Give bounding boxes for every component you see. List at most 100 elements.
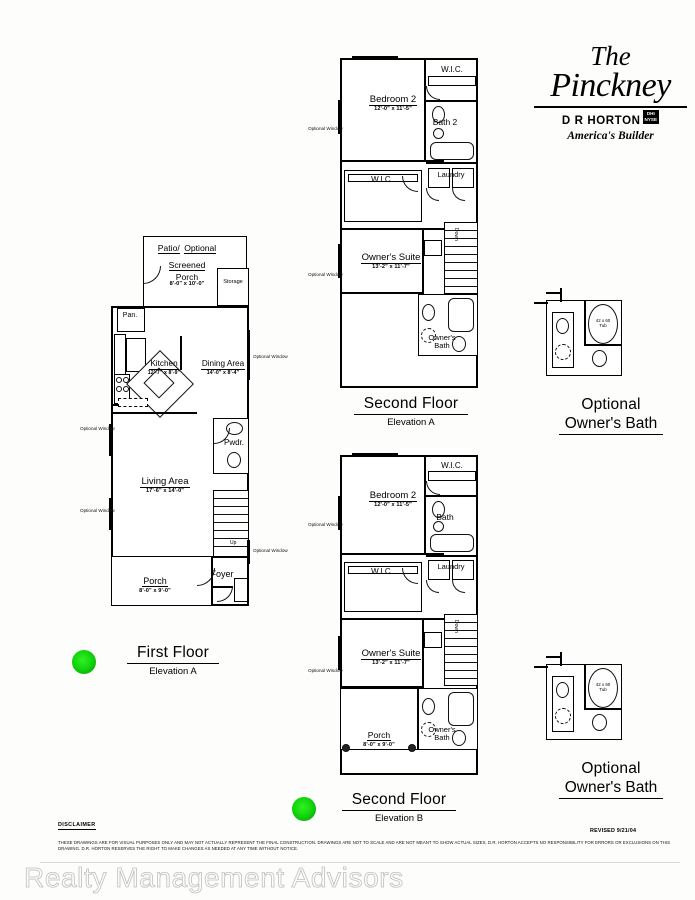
sink-fixture [422, 698, 435, 715]
room-balcony-porch [340, 688, 418, 750]
stair-direction-label: Down [453, 228, 459, 241]
room-label-owners-bath: Owner's Bath [420, 334, 464, 350]
room-label-wic-upper: W.I.C. [424, 65, 480, 74]
wall-seg [340, 292, 424, 294]
room-label-pantry: Pan. [116, 312, 144, 319]
room-dimensions: 13'-2" x 11'-7" [372, 659, 410, 666]
window-mark [338, 100, 341, 134]
window-mark [247, 330, 250, 380]
annotation-optional-window: Optional Window [80, 426, 115, 431]
room-name-3: Screened [168, 259, 206, 271]
annotation-optional-window: Optional Window [308, 272, 343, 277]
room-label-laundry: Laundry [424, 563, 478, 571]
stairwell [444, 222, 478, 294]
room-label-owners-bath: Owner's Bath [420, 726, 464, 742]
wall-seg [422, 618, 424, 688]
room-dimensions: 8'-0" x 9'-0" [139, 587, 171, 594]
wall-seg [422, 228, 424, 294]
plan-title: Second Floor [353, 395, 469, 415]
room-name: Porch [142, 576, 168, 588]
room-label-patio-porch: Patio/ Optional Screened Porch 8'-0" x 1… [148, 239, 226, 287]
window-mark [338, 244, 341, 278]
room-label-dining-area: Dining Area 14'-0" x 8'-4" [192, 354, 254, 376]
disclaimer-body: THESE DRAWINGS ARE FOR VISUAL PURPOSES O… [58, 840, 671, 852]
wall-seg [213, 556, 249, 558]
room-name-2: Optional [184, 243, 217, 255]
sink-fixture [556, 318, 569, 334]
room-storage [217, 268, 249, 306]
annotation-optional-window: Optional Window [308, 126, 343, 131]
plan-title-optional-bath-top: Optional Owner's Bath [528, 396, 694, 435]
wall-seg [534, 302, 548, 304]
room-label-laundry: Laundry [424, 171, 478, 179]
room-dimensions: 13'-2" x 11'-7" [372, 263, 410, 270]
annotation-optional-window: Optional Window [80, 508, 115, 513]
room-label-porch: Porch 8'-0" x 9'-0" [122, 572, 188, 595]
room-label-bedroom-2: Bedroom 2 12'-0" x 11'-5" [350, 486, 436, 509]
plan-subtitle: Elevation B [374, 813, 424, 824]
wall-seg [546, 292, 562, 294]
tub-fixture [588, 668, 618, 708]
wall-seg [213, 586, 233, 588]
room-name: Owner's [428, 725, 456, 734]
shelf-hatch [428, 471, 476, 481]
room-label-storage: Storage [217, 279, 249, 286]
room-label-wic-lower: W.I.C. [346, 567, 418, 576]
toilet-fixture [592, 714, 607, 731]
window-mark [352, 453, 398, 456]
wall-seg [426, 555, 478, 557]
dryer-fixture [452, 168, 474, 188]
wall-seg [546, 656, 562, 658]
room-label-wic-lower: W.I.C. [346, 175, 418, 184]
toilet-fixture [452, 730, 466, 746]
disclaimer-heading: DISCLAIMER [58, 822, 96, 830]
plan-name-line2: Pinckney [550, 66, 671, 104]
plan-title-line2: Owner's Bath [558, 415, 664, 435]
tub-fixture [430, 534, 474, 552]
shower-fixture [555, 708, 571, 724]
window-mark [247, 540, 250, 564]
room-name: Bedroom 2 [368, 490, 418, 502]
room-dimensions: 8'-0" x 10'-0" [169, 280, 205, 287]
plan-subtitle: Elevation A [387, 417, 435, 428]
plan-title-second-floor-a: Second Floor Elevation A [338, 395, 484, 428]
wall-seg [560, 652, 562, 666]
wall-seg [426, 100, 478, 102]
plan-title-first-floor: First Floor Elevation A [105, 644, 241, 677]
window-mark [338, 636, 341, 670]
wall-seg [584, 300, 586, 346]
tub-fixture [588, 304, 618, 344]
room-name: Owner's Suite [360, 648, 422, 660]
room-name: Foyer [210, 569, 234, 579]
room-name: Laundry [437, 562, 465, 571]
toilet-fixture [432, 106, 445, 123]
sink-fixture [422, 304, 435, 321]
room-label-powder: Pwdr. [215, 438, 253, 447]
room-name: Owner's Suite [360, 252, 422, 264]
wall-seg [534, 666, 548, 668]
plan-title-line1: Optional [581, 396, 641, 413]
wall-seg [211, 556, 213, 606]
room-name: Pan. [122, 312, 138, 319]
sink-fixture [433, 128, 444, 139]
revision-date: REVISED 9/21/04 [590, 828, 637, 834]
toilet-fixture [452, 336, 466, 352]
porch-column [408, 744, 416, 752]
plan-title-line1: Optional [581, 760, 641, 777]
tub-size-label: 42 x 60 Tub [595, 318, 611, 329]
ticker-exchange: NYSE [644, 117, 658, 123]
room-dimensions: 12'-0" x 11'-5" [374, 105, 412, 112]
washer-fixture [428, 168, 450, 188]
wall-seg [584, 664, 586, 710]
linen-closet [424, 240, 442, 256]
ticker-symbol: DHI [646, 111, 655, 117]
plan-title-line2: Owner's Bath [558, 779, 664, 799]
room-name-2: Bath [434, 732, 450, 742]
room-name: Owner's [428, 333, 456, 342]
toilet-fixture [432, 501, 445, 518]
room-label-balcony-porch: Porch 8'-0" x 9'-0" [345, 726, 413, 749]
room-name: W.I.C. [441, 461, 463, 470]
plan-name-line1: The [590, 41, 631, 71]
